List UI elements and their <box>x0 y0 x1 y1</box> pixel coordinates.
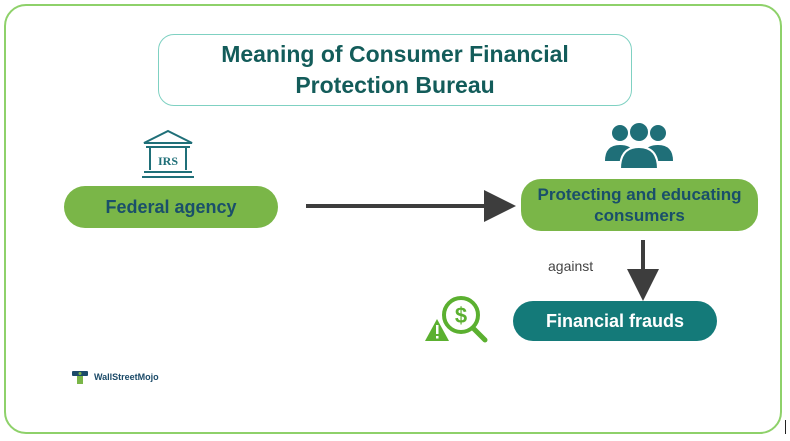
page-title: Meaning of Consumer Financial Protection… <box>221 41 569 98</box>
people-group-icon <box>603 121 675 171</box>
financial-frauds-node: Financial frauds <box>513 301 717 341</box>
brand-name: WallStreetMojo <box>94 372 159 382</box>
protecting-consumers-node: Protecting and educating consumers <box>521 179 758 231</box>
government-building-icon: IRS <box>140 128 196 180</box>
svg-text:$: $ <box>455 303 467 328</box>
federal-agency-node: Federal agency <box>64 186 278 228</box>
brand-icon <box>72 371 88 384</box>
against-label: against <box>548 258 594 274</box>
title-box: Meaning of Consumer Financial Protection… <box>158 34 632 106</box>
building-label: IRS <box>158 154 178 168</box>
text-cursor <box>785 420 786 434</box>
dollar-magnifier-warning-icon: $ <box>425 293 493 345</box>
brand-logo: WallStreetMojo <box>70 368 159 386</box>
